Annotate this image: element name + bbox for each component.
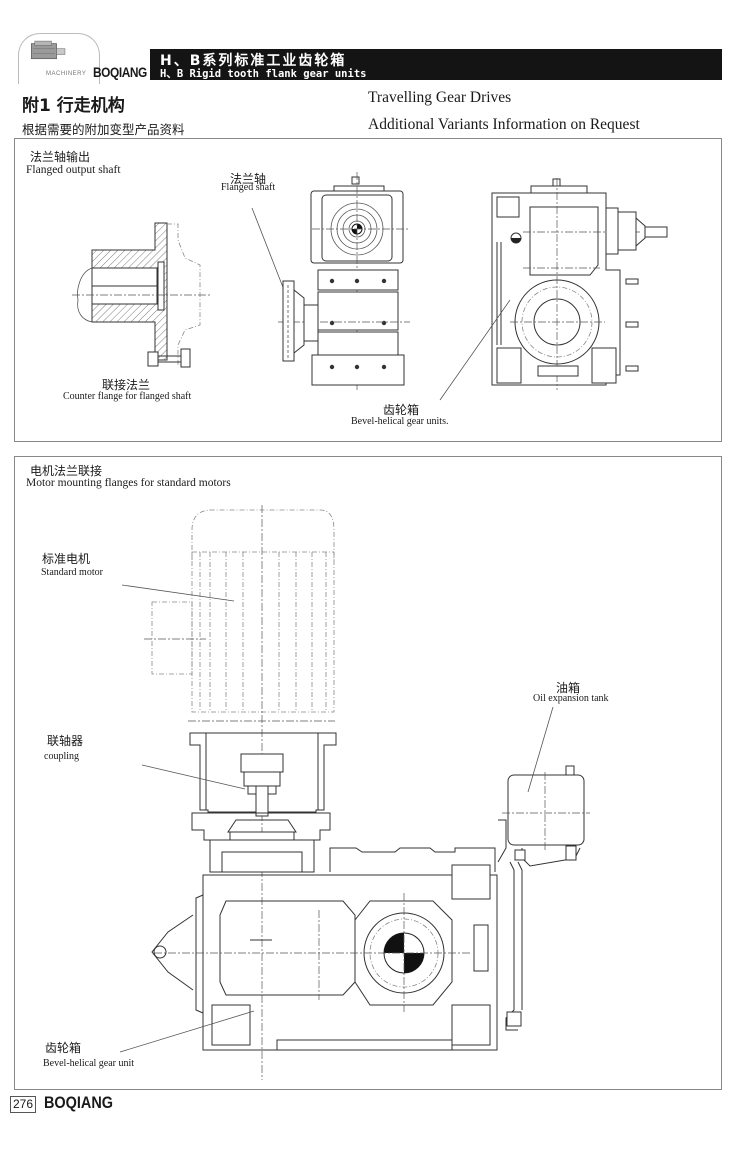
section2-heading-en: Motor mounting flanges for standard moto…	[26, 477, 231, 489]
flanged-shaft-label-en: Flanged shaft	[221, 182, 276, 193]
header-series-en: H、B Rigid tooth flank gear units	[160, 68, 367, 80]
oil-tank-label-en: Oil expansion tank	[533, 693, 609, 704]
counter-flange-label-en: Counter flange for flanged shaft	[63, 391, 192, 402]
gearbox-side-view	[439, 178, 668, 401]
coupling-drawing	[141, 732, 337, 873]
brand-logo-text: BOQIANG	[93, 64, 147, 80]
counter-flange-label-cn: 联接法兰	[102, 378, 151, 392]
gear-unit-leader	[119, 1010, 255, 1053]
footer-brand: BOQIANG	[44, 1093, 114, 1112]
page-title-en: Travelling Gear Drives	[368, 89, 512, 106]
page-subtitle-en: Additional Variants Information on Reque…	[368, 116, 640, 133]
brand-machinery: MACHINERY	[46, 71, 87, 77]
coupling-label-en: coupling	[44, 751, 79, 762]
section1-heading-cn: 法兰轴输出	[30, 150, 91, 164]
section2-heading-cn: 电机法兰联接	[30, 464, 103, 478]
page-title-cn: 附1 行走机构	[22, 96, 125, 116]
flanged-output-shaft-panel	[14, 138, 722, 442]
coupling-label-cn: 联轴器	[47, 734, 84, 748]
section1-heading-en: Flanged output shaft	[26, 164, 121, 176]
oil-tank-leader	[527, 706, 554, 793]
gear-unit-drawing	[119, 864, 498, 1053]
page-subtitle-cn: 根据需要的附加变型产品资料	[22, 122, 185, 137]
gearbox-front-view	[278, 172, 410, 390]
gear-units-label-en: Bevel-helical gear units.	[351, 416, 449, 427]
coupling-leader	[141, 764, 246, 790]
header-series-cn: H、B系列标准工业齿轮箱	[160, 53, 347, 69]
motor-leader	[121, 584, 235, 602]
gearbox-logo-icon	[31, 40, 66, 60]
gear-unit-label-en: Bevel-helical gear unit	[43, 1058, 135, 1069]
gear-units-label-cn: 齿轮箱	[383, 403, 420, 417]
motor-mounting-panel	[14, 456, 722, 1090]
gear-unit-label-cn: 齿轮箱	[45, 1041, 82, 1055]
flanged-shaft-leader	[251, 207, 287, 296]
oil-tank-label-cn: 油箱	[556, 681, 581, 695]
flanged-shaft-label-cn: 法兰轴	[230, 172, 267, 186]
header-bar	[150, 49, 722, 80]
oil-expansion-tank-drawing	[497, 706, 590, 1031]
gear-units-leader	[439, 299, 511, 401]
flange-section-drawing	[72, 222, 210, 368]
standard-motor-label-cn: 标准电机	[42, 552, 91, 566]
standard-motor-label-en: Standard motor	[41, 567, 103, 578]
page-number: 276	[10, 1096, 37, 1113]
standard-motor-drawing	[121, 505, 335, 1080]
